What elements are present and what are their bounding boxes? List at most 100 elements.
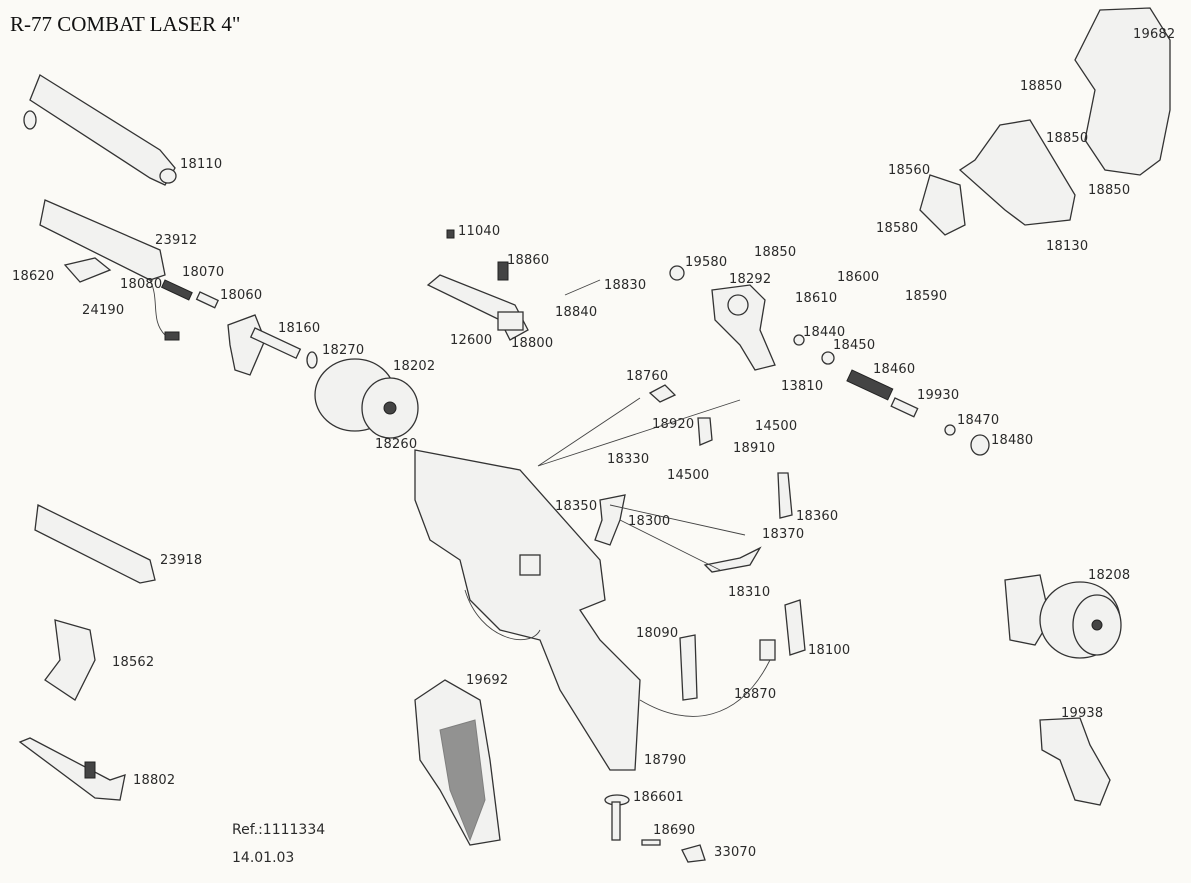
part-label: 18870 [734, 687, 777, 702]
spring-part [497, 261, 509, 281]
part-label: 18460 [873, 362, 916, 377]
part-label: 18202 [393, 359, 436, 374]
hammer-alt-part [44, 619, 96, 701]
pin-part [641, 839, 661, 846]
screw-part [446, 229, 455, 239]
laser-module-part [681, 844, 706, 863]
recoil-shield-alt-part [1039, 717, 1111, 806]
part-label: 18580 [876, 221, 919, 236]
bolt-part [648, 384, 677, 403]
screw-part [604, 794, 630, 841]
washer-part [821, 351, 835, 365]
part-label: 12600 [450, 333, 493, 348]
part-label: 18690 [653, 823, 696, 838]
part-label: 18760 [626, 369, 669, 384]
part-label: 18590 [905, 289, 948, 304]
laser-housing-part [39, 199, 180, 341]
part-label: 18560 [888, 163, 931, 178]
rear-sight-alt-part [18, 737, 126, 801]
mainspring-part [846, 369, 894, 401]
wire [639, 659, 771, 717]
washer-part [306, 351, 318, 369]
spring-part [160, 279, 193, 301]
pin-part [195, 291, 219, 309]
part-label: 18802 [133, 773, 176, 788]
part-label: 18360 [796, 509, 839, 524]
cylinder-part [314, 358, 419, 439]
part-label: 18600 [837, 270, 880, 285]
part-label: 18800 [511, 336, 554, 351]
part-label: 19692 [466, 673, 509, 688]
part-label: 18110 [180, 157, 223, 172]
cylinder-stop-part [777, 472, 793, 519]
part-label: 18860 [507, 253, 550, 268]
part-label: 18370 [762, 527, 805, 542]
part-label: 18470 [957, 413, 1000, 428]
part-label: 18100 [808, 643, 851, 658]
part-label: 13810 [781, 379, 824, 394]
part-label: 18060 [220, 288, 263, 303]
screw-part [564, 279, 601, 296]
part-label: 23918 [160, 553, 203, 568]
trigger-part [594, 494, 626, 546]
part-label: 18850 [1088, 183, 1131, 198]
part-label: 18840 [555, 305, 598, 320]
switch-cap-part [759, 639, 776, 661]
right-grip-part [1074, 7, 1171, 176]
reference-number: Ref.:1111334 [232, 822, 326, 838]
page-title: R-77 COMBAT LASER 4" [10, 12, 241, 36]
part-label: 18830 [604, 278, 647, 293]
part-label: 11040 [458, 224, 501, 239]
part-label: 18610 [795, 291, 838, 306]
part-label: 18562 [112, 655, 155, 670]
cap-part [970, 434, 990, 456]
part-label: 18090 [636, 626, 679, 641]
crane-part [227, 314, 302, 376]
part-label: 19930 [917, 388, 960, 403]
frame-part [414, 449, 641, 771]
washer-part [669, 265, 685, 281]
washer-part [944, 424, 956, 436]
part-label: 18850 [754, 245, 797, 260]
cover-part [63, 257, 112, 283]
part-label: 18080 [120, 277, 163, 292]
part-label: 18790 [644, 753, 687, 768]
part-label: 18620 [12, 269, 55, 284]
switch-part [784, 599, 806, 656]
part-label: 24190 [82, 303, 125, 318]
part-label: 18350 [555, 499, 598, 514]
leader-lines [537, 397, 746, 571]
part-label: 23912 [155, 233, 198, 248]
cylinder-assembly-alt-part [1004, 574, 1122, 659]
part-label: 18260 [375, 437, 418, 452]
recoil-shield-part [711, 284, 776, 371]
laser-housing-alt-part [34, 504, 156, 584]
part-label: 18310 [728, 585, 771, 600]
rear-sight-part [426, 274, 529, 341]
part-label: 19938 [1061, 706, 1104, 721]
hand-part [697, 417, 713, 446]
part-label: 186601 [633, 790, 684, 805]
part-label: 19580 [685, 255, 728, 270]
part-label: 14500 [755, 419, 798, 434]
part-label: 33070 [714, 845, 757, 860]
hammer-part [919, 174, 966, 236]
part-label: 18130 [1046, 239, 1089, 254]
plunger-part [890, 397, 919, 418]
sideplate-part [958, 119, 1076, 226]
battery-contact-part [679, 634, 698, 701]
washer-part [793, 334, 805, 346]
part-label: 14500 [667, 468, 710, 483]
part-label: 18330 [607, 452, 650, 467]
part-label: 18850 [1046, 131, 1089, 146]
plate-part [703, 546, 762, 573]
part-label: 18292 [729, 272, 772, 287]
part-label: 18208 [1088, 568, 1131, 583]
barrel-part [23, 74, 177, 186]
left-grip-checkering [439, 719, 486, 842]
part-label: 18160 [278, 321, 321, 336]
part-label: 18450 [833, 338, 876, 353]
part-label: 18070 [182, 265, 225, 280]
part-label: 18270 [322, 343, 365, 358]
